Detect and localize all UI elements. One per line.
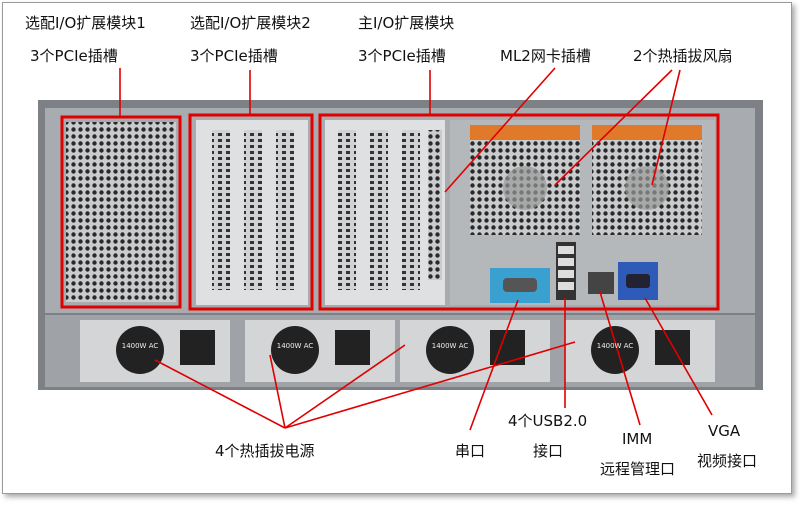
fans-label: 2个热插拔风扇	[633, 47, 733, 65]
power-supplies	[80, 320, 715, 382]
ml2-slot	[428, 130, 442, 280]
psu-4-rating: 1400W AC	[596, 342, 634, 350]
psu-2-rating: 1400W AC	[276, 342, 314, 350]
io-module-1	[66, 122, 176, 302]
io-module-2-slots: 3个PCIe插槽	[190, 47, 278, 65]
callout-lines	[119, 67, 713, 431]
imm-label-line1: IMM	[622, 430, 653, 448]
psu-3-rating: 1400W AC	[431, 342, 469, 350]
main-io-slots: 3个PCIe插槽	[358, 47, 446, 65]
io-module-1-slots: 3个PCIe插槽	[30, 47, 118, 65]
serial-label: 串口	[455, 442, 486, 460]
imm-port	[588, 272, 614, 294]
psu-label: 4个热插拔电源	[215, 442, 315, 460]
vga-label-line2: 视频接口	[697, 452, 758, 470]
io-module-1-title: 选配I/O扩展模块1	[25, 14, 146, 32]
usb-label-line1: 4个USB2.0	[508, 412, 588, 430]
io-module-2-title: 选配I/O扩展模块2	[190, 14, 311, 32]
psu-1-rating: 1400W AC	[121, 342, 159, 350]
ml2-label: ML2网卡插槽	[500, 47, 591, 65]
io-module-1-box	[60, 115, 182, 309]
main-io-box	[318, 113, 720, 311]
imm-label-line2: 远程管理口	[600, 460, 676, 478]
usb-label-line2: 接口	[533, 442, 564, 460]
vga-label-line1: VGA	[708, 422, 741, 440]
main-io-title: 主I/O扩展模块	[358, 14, 455, 32]
io-module-2-box	[188, 113, 314, 311]
